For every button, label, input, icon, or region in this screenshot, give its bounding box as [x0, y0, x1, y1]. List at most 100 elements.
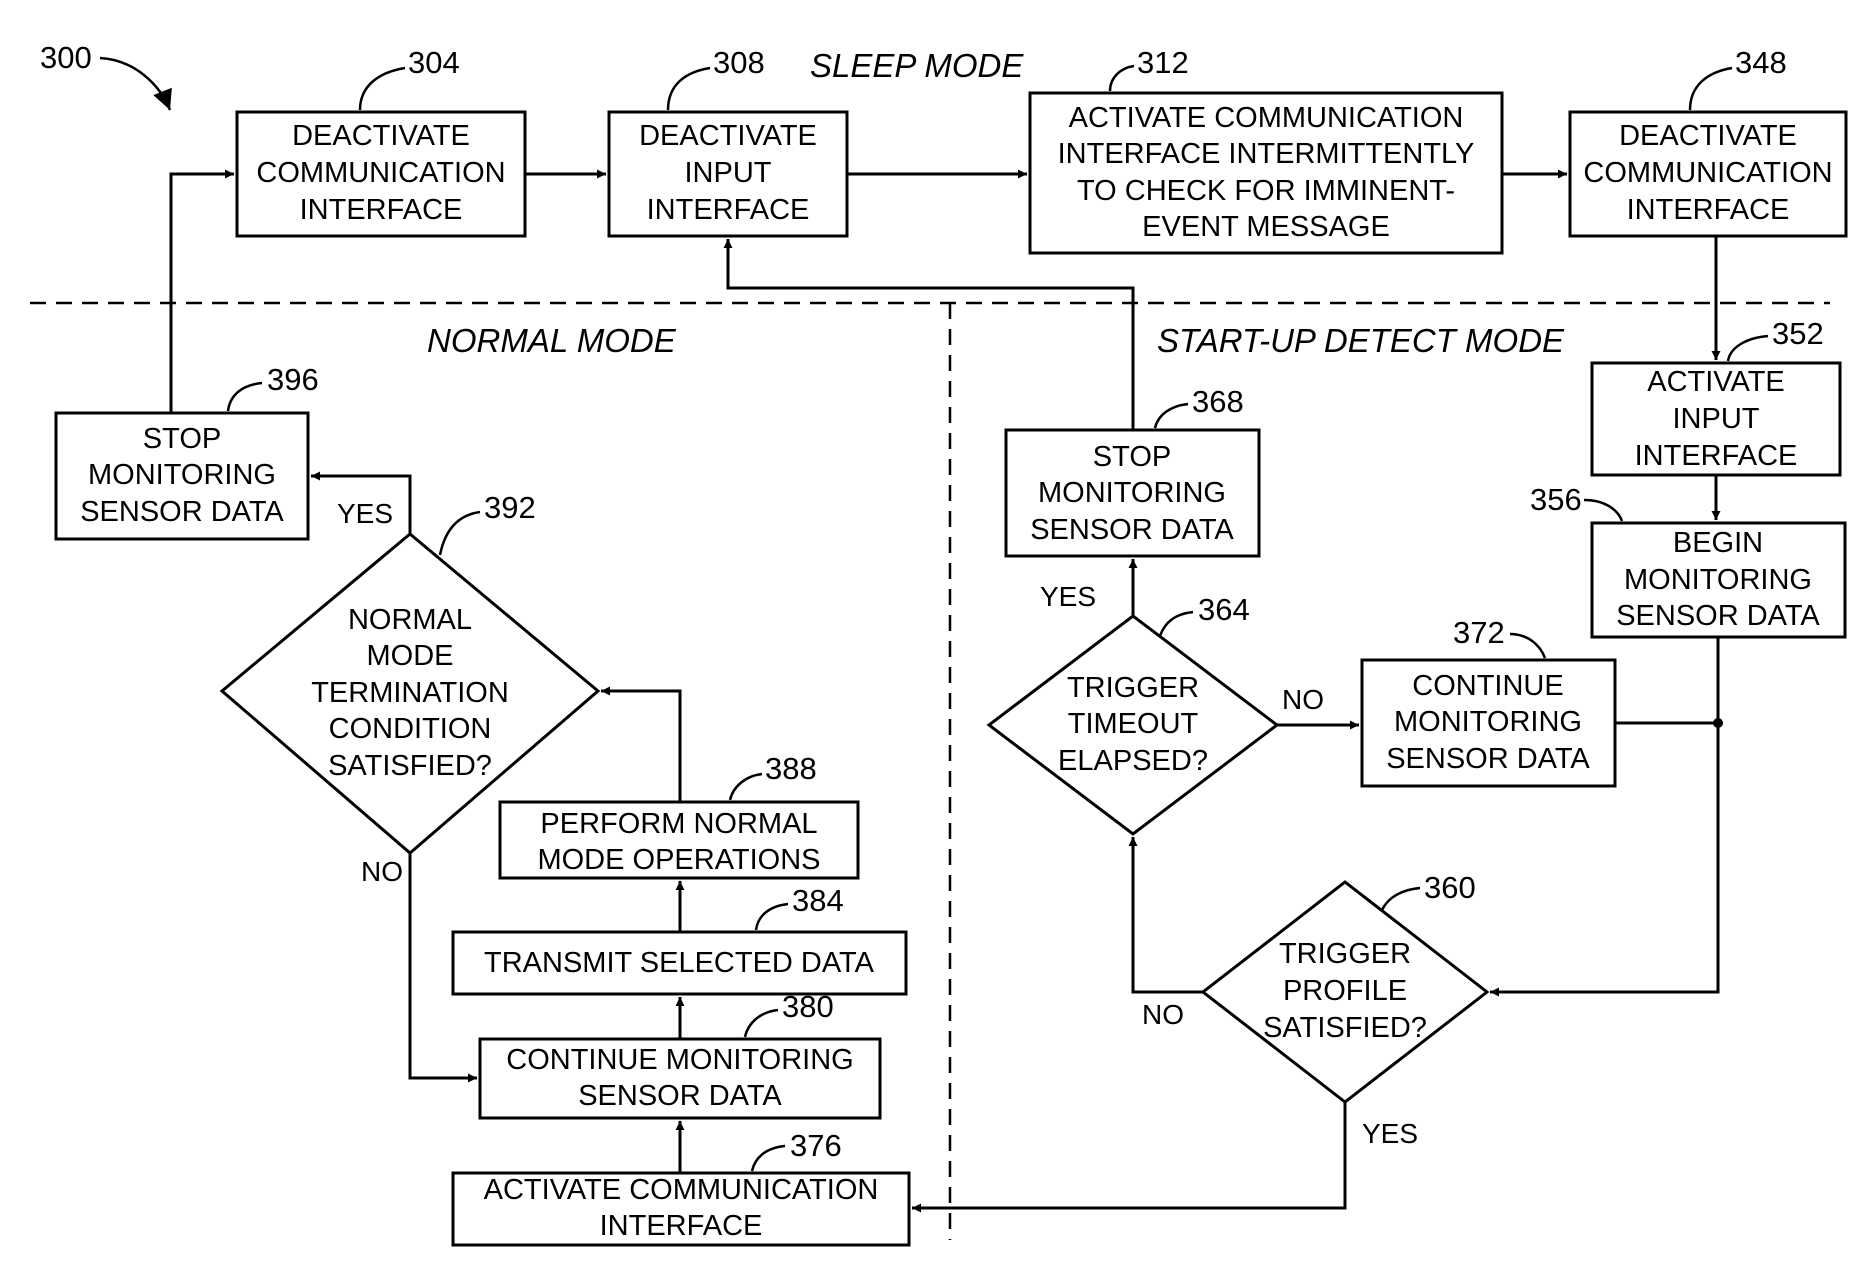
figure-number-leader: [100, 58, 170, 110]
box-312-line-3: TO CHECK FOR IMMINENT-: [1077, 175, 1455, 207]
label-392-yes: YES: [337, 498, 393, 529]
ref-380: 380: [782, 989, 834, 1024]
ref-376-leader: [752, 1146, 785, 1171]
box-380-line-2: SENSOR DATA: [578, 1080, 782, 1112]
box-304-line-1: DEACTIVATE: [292, 120, 470, 152]
box-352-line-2: INPUT: [1673, 403, 1760, 435]
ref-356: 356: [1530, 482, 1582, 517]
box-348-line-3: INTERFACE: [1627, 194, 1790, 226]
box-384-line-1: TRANSMIT SELECTED DATA: [484, 947, 875, 979]
box-356-line-3: SENSOR DATA: [1616, 600, 1820, 632]
ref-312-leader: [1110, 66, 1134, 91]
diamond-392-line-5: SATISFIED?: [328, 750, 492, 782]
box-348-deactivate-communication-interface: DEACTIVATE COMMUNICATION INTERFACE: [1570, 112, 1846, 236]
box-388-perform-normal-mode-operations: PERFORM NORMAL MODE OPERATIONS: [500, 802, 858, 878]
box-376-activate-communication-interface: ACTIVATE COMMUNICATION INTERFACE: [453, 1173, 909, 1245]
arrow-396-to-304: [171, 174, 234, 413]
box-372-line-1: CONTINUE: [1412, 670, 1563, 702]
diamond-392-line-4: CONDITION: [329, 713, 492, 745]
box-308-line-3: INTERFACE: [647, 194, 810, 226]
box-304-line-3: INTERFACE: [300, 194, 463, 226]
arrow-388-to-392: [601, 691, 680, 802]
box-356-begin-monitoring-sensor-data: BEGIN MONITORING SENSOR DATA: [1592, 523, 1845, 637]
diamond-364-line-1: TRIGGER: [1067, 672, 1199, 704]
sleep-mode-title: SLEEP MODE: [810, 47, 1024, 84]
box-368-stop-monitoring-sensor-data: STOP MONITORING SENSOR DATA: [1006, 430, 1259, 556]
box-376-line-1: ACTIVATE COMMUNICATION: [484, 1174, 879, 1206]
label-392-no: NO: [361, 856, 403, 887]
ref-308-leader: [668, 68, 710, 110]
ref-352-leader: [1728, 336, 1768, 361]
ref-388-leader: [730, 774, 762, 800]
box-308-deactivate-input-interface: DEACTIVATE INPUT INTERFACE: [609, 112, 847, 236]
label-364-yes: YES: [1040, 581, 1096, 612]
box-312-line-4: EVENT MESSAGE: [1142, 211, 1390, 243]
diamond-392-line-2: MODE: [367, 640, 454, 672]
arrow-360-yes-to-376: [912, 1102, 1345, 1208]
box-368-line-2: MONITORING: [1038, 477, 1226, 509]
ref-356-leader: [1584, 500, 1622, 521]
ref-388: 388: [765, 751, 817, 786]
label-360-no: NO: [1142, 999, 1184, 1030]
box-372-line-2: MONITORING: [1394, 706, 1582, 738]
box-312-activate-communication-intermittently: ACTIVATE COMMUNICATION INTERFACE INTERMI…: [1030, 93, 1502, 253]
ref-380-leader: [745, 1010, 778, 1037]
arrow-360-no-to-364: [1133, 837, 1203, 992]
box-384-transmit-selected-data: TRANSMIT SELECTED DATA: [453, 932, 906, 994]
box-352-line-3: INTERFACE: [1635, 440, 1798, 472]
box-368-line-1: STOP: [1093, 441, 1171, 473]
junction-dot: [1713, 718, 1723, 728]
diamond-360-line-3: SATISFIED?: [1263, 1012, 1427, 1044]
box-356-line-2: MONITORING: [1624, 564, 1812, 596]
box-348-line-1: DEACTIVATE: [1619, 120, 1797, 152]
label-360-yes: YES: [1362, 1118, 1418, 1149]
ref-368-leader: [1155, 404, 1188, 428]
box-372-continue-monitoring-sensor-data: CONTINUE MONITORING SENSOR DATA: [1362, 660, 1615, 786]
startup-detect-mode-title: START-UP DETECT MODE: [1157, 322, 1565, 359]
diamond-360-line-1: TRIGGER: [1279, 938, 1411, 970]
ref-384-leader: [756, 904, 788, 930]
ref-384: 384: [792, 883, 844, 918]
box-312-line-2: INTERFACE INTERMITTENTLY: [1058, 138, 1475, 170]
box-312-line-1: ACTIVATE COMMUNICATION: [1069, 102, 1464, 134]
diamond-360-trigger-profile-satisfied: TRIGGER PROFILE SATISFIED?: [1203, 882, 1487, 1102]
box-348-line-2: COMMUNICATION: [1583, 157, 1832, 189]
box-372-line-3: SENSOR DATA: [1386, 743, 1590, 775]
box-388-line-2: MODE OPERATIONS: [537, 844, 820, 876]
ref-352: 352: [1772, 316, 1824, 351]
diamond-360-line-2: PROFILE: [1283, 975, 1407, 1007]
ref-348: 348: [1735, 45, 1787, 80]
box-396-line-2: MONITORING: [88, 459, 276, 491]
ref-396-leader: [228, 383, 262, 411]
box-304-deactivate-communication-interface: DEACTIVATE COMMUNICATION INTERFACE: [237, 112, 525, 236]
ref-376: 376: [790, 1128, 842, 1163]
box-396-stop-monitoring-sensor-data: STOP MONITORING SENSOR DATA: [56, 413, 308, 539]
box-304-line-2: COMMUNICATION: [256, 157, 505, 189]
figure-number: 300: [40, 40, 92, 75]
box-396-line-3: SENSOR DATA: [80, 496, 284, 528]
ref-304-leader: [360, 68, 405, 110]
ref-364-leader: [1160, 612, 1193, 636]
normal-mode-title: NORMAL MODE: [427, 322, 677, 359]
ref-368: 368: [1192, 384, 1244, 419]
box-308-line-1: DEACTIVATE: [639, 120, 817, 152]
box-388-line-1: PERFORM NORMAL: [540, 808, 817, 840]
box-356-line-1: BEGIN: [1673, 527, 1763, 559]
ref-392: 392: [484, 490, 536, 525]
diamond-364-line-2: TIMEOUT: [1068, 708, 1199, 740]
diamond-364-line-3: ELAPSED?: [1058, 745, 1208, 777]
box-376-line-2: INTERFACE: [600, 1210, 763, 1242]
box-396-line-1: STOP: [143, 423, 221, 455]
box-352-activate-input-interface: ACTIVATE INPUT INTERFACE: [1592, 363, 1840, 475]
diamond-364-trigger-timeout-elapsed: TRIGGER TIMEOUT ELAPSED?: [989, 616, 1277, 834]
ref-372-leader: [1510, 634, 1545, 658]
box-352-line-1: ACTIVATE: [1647, 366, 1785, 398]
box-380-continue-monitoring-sensor-data: CONTINUE MONITORING SENSOR DATA: [480, 1039, 880, 1118]
ref-304: 304: [408, 45, 460, 80]
label-364-no: NO: [1282, 684, 1324, 715]
ref-372: 372: [1453, 615, 1505, 650]
ref-392-leader: [440, 512, 480, 555]
ref-348-leader: [1690, 68, 1732, 110]
